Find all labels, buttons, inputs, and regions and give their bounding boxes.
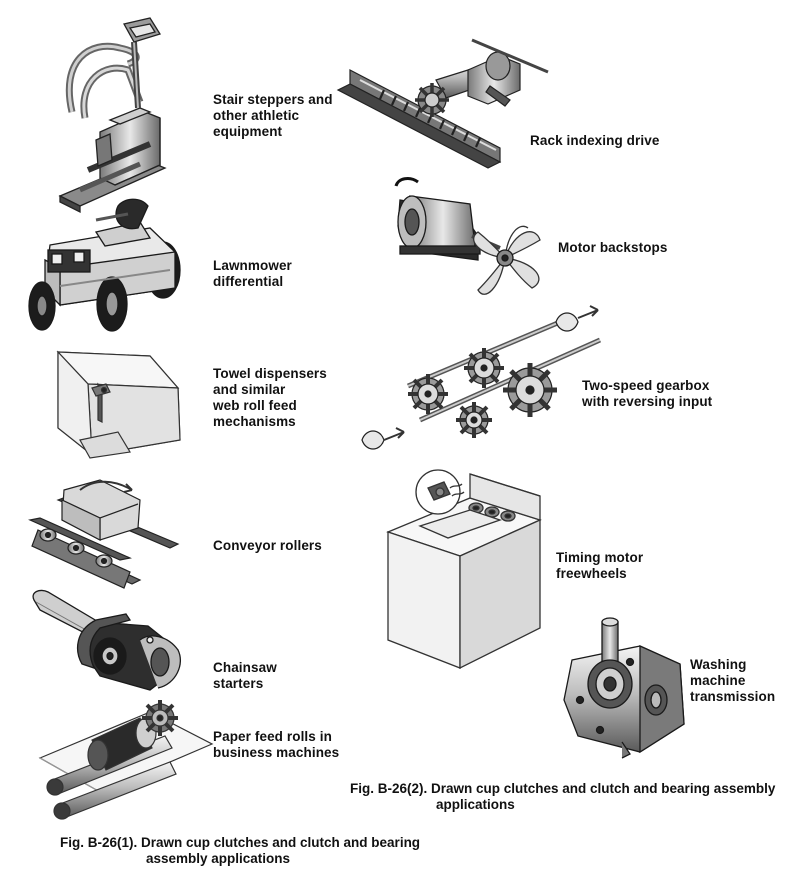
- label-towel-dispensers: Towel dispensers and similar web roll fe…: [213, 366, 327, 429]
- caption-fig-b26-1: Fig. B-26(1). Drawn cup clutches and clu…: [60, 835, 421, 866]
- motor-fan-icon: [394, 177, 541, 295]
- label-paper-feed: Paper feed rolls in business machines: [213, 729, 340, 760]
- label-two-speed-gearbox: Two-speed gearbox with reversing input: [582, 378, 713, 409]
- label-rack-indexing: Rack indexing drive: [530, 133, 660, 148]
- label-timing-motor: Timing motor freewheels: [556, 550, 644, 581]
- lawnmower-icon: [28, 198, 181, 332]
- gearbox-icon: [361, 305, 602, 450]
- label-stair-steppers: Stair steppers and other athletic equipm…: [213, 92, 333, 139]
- conveyor-rollers-icon: [28, 479, 180, 589]
- stair-stepper-icon: [58, 17, 167, 214]
- caption-fig-b26-2: Fig. B-26(2). Drawn cup clutches and clu…: [350, 781, 776, 812]
- towel-dispenser-icon: [56, 350, 181, 459]
- label-chainsaw: Chainsaw starters: [213, 660, 277, 691]
- label-washing-transmission: Washing machine transmission: [690, 657, 776, 704]
- chainsaw-icon: [32, 589, 182, 691]
- label-lawnmower: Lawnmower differential: [213, 258, 292, 289]
- label-motor-backstops: Motor backstops: [558, 240, 668, 255]
- paper-feed-rolls-icon: [38, 700, 214, 820]
- transmission-housing-icon: [563, 617, 685, 759]
- label-conveyor-rollers: Conveyor rollers: [213, 538, 322, 553]
- washing-machine-icon: [386, 469, 542, 670]
- rack-indexing-drive-icon: [336, 38, 549, 169]
